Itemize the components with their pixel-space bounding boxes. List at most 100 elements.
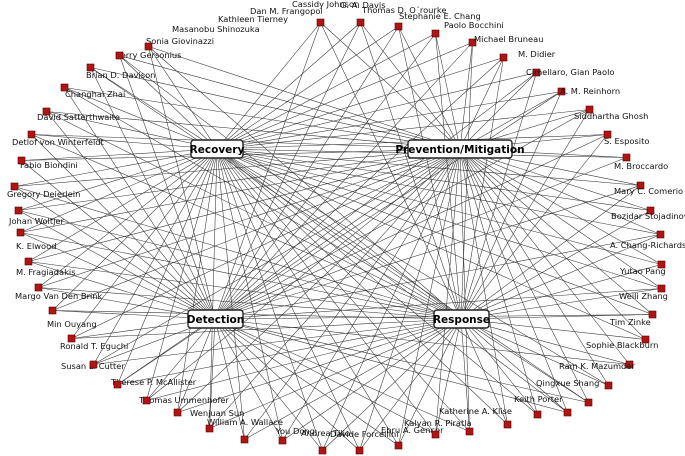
edge-line — [459, 72, 537, 150]
author-label: Ebru A. Gencer — [381, 425, 444, 435]
edge-line — [31, 134, 218, 150]
author-node — [585, 105, 594, 114]
edge-line — [14, 186, 462, 320]
author-label: Cimellaro, Gian Paolo — [526, 67, 614, 77]
author-node — [356, 18, 365, 27]
edge-line — [460, 318, 470, 432]
edge-line — [214, 318, 283, 441]
author-label: Masanobu Shinozuka — [172, 24, 260, 34]
edge-line — [21, 160, 216, 320]
author-label: Thomas Ummenhofer — [138, 395, 229, 405]
edge-line — [459, 148, 609, 386]
hub-detection-box — [187, 309, 244, 329]
edge-line — [21, 148, 218, 161]
edge-line — [146, 148, 461, 401]
hub-response-label: Response — [433, 314, 490, 326]
edge-line — [216, 22, 321, 150]
edge-line — [214, 318, 589, 403]
author-label: Yutao Pang — [619, 266, 666, 276]
edge-line — [52, 148, 218, 311]
edge-line — [177, 148, 461, 413]
author-node — [499, 53, 508, 62]
author-label: Kathleen Tierney — [218, 14, 288, 24]
edge-line — [320, 22, 461, 150]
edge-line — [216, 148, 399, 446]
edge-line — [64, 87, 462, 320]
edge-line — [216, 57, 504, 150]
edge-line — [93, 318, 462, 365]
edge-line — [216, 148, 538, 415]
hub-prevention: Prevention/Mitigation — [395, 139, 525, 159]
edge-line — [38, 148, 461, 288]
author-node — [27, 130, 36, 139]
edge-line — [71, 148, 218, 339]
hub-recovery-box — [190, 139, 244, 159]
edge-line — [214, 22, 321, 320]
edge-line — [460, 318, 609, 386]
edge-line — [18, 148, 218, 211]
edge-line — [214, 91, 562, 320]
edge-line — [459, 148, 661, 235]
edge-line — [398, 26, 461, 150]
author-label: Katherine A. Klise — [439, 406, 512, 416]
edge-line — [214, 72, 537, 320]
edge-line — [459, 42, 473, 150]
author-node — [240, 435, 249, 444]
edge-line — [459, 148, 589, 403]
edge-line — [38, 287, 462, 320]
edge-line — [117, 148, 461, 385]
edge-line — [214, 57, 504, 320]
edge-line — [214, 109, 590, 320]
edge-line — [18, 210, 462, 320]
hub-detection: Detection — [187, 309, 244, 329]
edge-line — [214, 42, 473, 320]
hub-response-box — [433, 309, 490, 329]
edge-line — [214, 22, 361, 320]
edge-line — [244, 318, 462, 440]
edge-line — [119, 55, 216, 320]
author-label: M. Fragiadakis — [16, 267, 76, 277]
author-label: Changhai Zhai — [65, 89, 125, 99]
edge-line — [460, 185, 641, 320]
edge-line — [177, 318, 462, 413]
edge-layer — [14, 22, 662, 451]
edge-line — [216, 148, 436, 435]
edge-line — [216, 148, 508, 425]
author-label: David Satterthwaite — [37, 112, 120, 122]
edge-line — [435, 318, 462, 435]
edge-line — [209, 318, 462, 429]
edge-line — [117, 318, 462, 385]
author-node — [14, 206, 23, 215]
author-label: Johan Woltjer — [8, 216, 65, 226]
edge-line — [28, 261, 216, 320]
edge-line — [214, 318, 245, 440]
author-node — [465, 427, 474, 436]
author-label: Siddhartha Ghosh — [574, 111, 648, 121]
edge-line — [322, 148, 461, 451]
edge-line — [71, 318, 462, 339]
edge-line — [214, 33, 436, 320]
author-label: M. Broccardo — [614, 161, 668, 171]
author-node — [144, 42, 153, 51]
edge-line — [216, 148, 283, 441]
edge-line — [64, 87, 218, 150]
author-node — [646, 206, 655, 215]
edge-line — [119, 55, 218, 150]
author-node — [641, 335, 650, 344]
author-node — [355, 446, 364, 455]
edge-line — [46, 111, 216, 320]
author-label: Cassidy Johnson — [292, 0, 359, 9]
author-node — [60, 83, 69, 92]
edge-line — [28, 148, 461, 262]
edge-line — [117, 318, 216, 385]
edge-line — [146, 148, 218, 401]
author-node — [278, 436, 287, 445]
edge-line — [216, 148, 662, 289]
author-node — [86, 63, 95, 72]
edge-line — [214, 318, 568, 413]
edge-line — [28, 261, 462, 320]
author-node — [16, 228, 25, 237]
edge-line — [14, 186, 216, 320]
edge-line — [31, 134, 461, 150]
author-node — [318, 446, 327, 455]
